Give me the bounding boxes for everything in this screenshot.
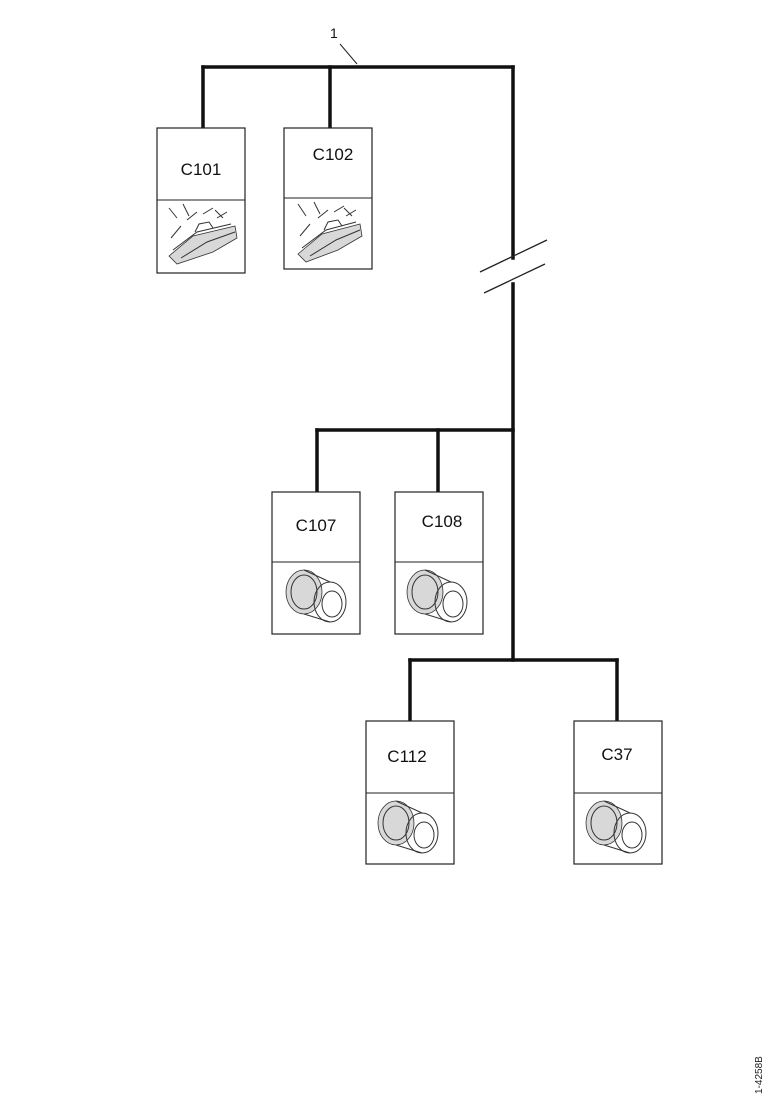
harness-lower bbox=[408, 658, 619, 723]
connector-c37[interactable]: C37 bbox=[573, 720, 663, 865]
connector-label: C101 bbox=[181, 160, 222, 179]
harness-top bbox=[201, 65, 515, 260]
connector-c112[interactable]: C112 bbox=[365, 720, 455, 865]
reference-code-text: 1-4258B bbox=[754, 1056, 765, 1094]
connector-c108[interactable]: C108 bbox=[394, 491, 484, 635]
connector-label: C108 bbox=[422, 512, 463, 531]
round-connector-icon bbox=[285, 569, 347, 623]
connector-c107[interactable]: C107 bbox=[271, 491, 361, 635]
connector-label: C37 bbox=[601, 745, 632, 764]
round-connector-icon bbox=[377, 800, 439, 854]
connector-block-icon bbox=[297, 201, 363, 263]
connector-c102[interactable]: C102 bbox=[283, 127, 373, 270]
round-connector-icon bbox=[406, 569, 468, 623]
connector-c101[interactable]: C101 bbox=[156, 127, 246, 274]
connector-label: C102 bbox=[313, 145, 354, 164]
connector-label: C107 bbox=[296, 516, 337, 535]
connector-label: C112 bbox=[387, 747, 426, 766]
harness-middle bbox=[315, 428, 515, 494]
callout-label: 1 bbox=[330, 25, 338, 41]
reference-code: 1-4258B bbox=[752, 1008, 772, 1094]
callout-1: 1 bbox=[330, 25, 358, 65]
harness-break-symbol bbox=[479, 239, 548, 662]
round-connector-icon bbox=[585, 800, 647, 854]
connector-block-icon bbox=[168, 203, 238, 265]
